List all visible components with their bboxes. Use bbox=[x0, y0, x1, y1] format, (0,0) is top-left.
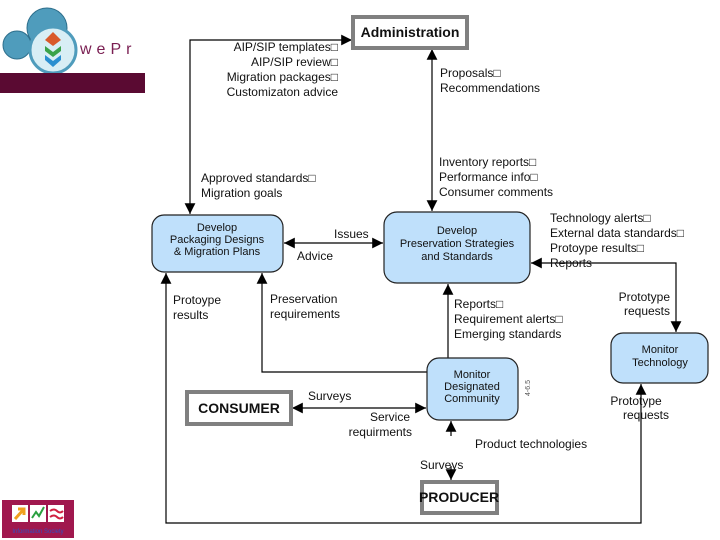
label-product-technologies: Product technologies bbox=[475, 437, 587, 451]
label-advice: Advice bbox=[297, 249, 333, 263]
svg-text:Protoype: Protoype bbox=[173, 293, 221, 307]
logo-banner bbox=[0, 73, 145, 93]
svg-text:requirements: requirements bbox=[270, 307, 340, 321]
process-community: Monitor Designated Community 4-6.5 bbox=[426, 357, 532, 421]
label-admin-proposals: Proposals□ Recommendations bbox=[440, 66, 540, 95]
svg-text:Customizaton advice: Customizaton advice bbox=[227, 85, 339, 99]
svg-text:Develop: Develop bbox=[197, 222, 237, 234]
label-tech-alerts: Technology alerts□ External data standar… bbox=[550, 211, 684, 270]
logo-text: wePr bbox=[79, 41, 136, 58]
entity-administration: Administration bbox=[351, 15, 469, 50]
svg-text:PRODUCER: PRODUCER bbox=[419, 489, 499, 505]
label-prototype-requests-bottom: Prototype requests bbox=[610, 394, 669, 422]
svg-text:Preservation Strategies: Preservation Strategies bbox=[400, 238, 515, 250]
svg-text:External data standards□: External data standards□ bbox=[550, 226, 684, 240]
svg-text:Emerging standards: Emerging standards bbox=[454, 327, 561, 341]
information-society-logo: Information Society bbox=[2, 500, 74, 538]
label-to-admin-reports: Inventory reports□ Performance info□ Con… bbox=[439, 155, 553, 199]
flow-admin-packaging bbox=[184, 34, 352, 214]
svg-text:Designated: Designated bbox=[444, 381, 500, 393]
label-preservation-requirements: Preservation requirements bbox=[270, 292, 340, 321]
svg-text:Recommendations: Recommendations bbox=[440, 81, 540, 95]
flow-community-packaging bbox=[256, 273, 427, 373]
label-protoype-results: Protoype results bbox=[173, 293, 221, 322]
svg-text:Monitor: Monitor bbox=[454, 369, 491, 381]
label-service-requirements: Service requirments bbox=[349, 410, 412, 439]
svg-text:Performance info□: Performance info□ bbox=[439, 170, 538, 184]
label-to-admin: AIP/SIP templates□ AIP/SIP review□ Migra… bbox=[227, 40, 339, 99]
svg-text:requests: requests bbox=[623, 408, 669, 422]
svg-text:AIP/SIP review□: AIP/SIP review□ bbox=[251, 55, 338, 69]
flow-strategies-technology bbox=[531, 257, 682, 332]
svg-text:Consumer comments: Consumer comments bbox=[439, 185, 553, 199]
label-community-reports: Reports□ Requirement alerts□ Emerging st… bbox=[454, 297, 563, 341]
svg-text:Technology alerts□: Technology alerts□ bbox=[550, 211, 651, 225]
svg-text:AIP/SIP templates□: AIP/SIP templates□ bbox=[234, 40, 338, 54]
label-producer-surveys: Surveys bbox=[420, 458, 463, 472]
svg-text:Prototype: Prototype bbox=[610, 394, 662, 408]
svg-text:Proposals□: Proposals□ bbox=[440, 66, 501, 80]
process-packaging: Develop Packaging Designs & Migration Pl… bbox=[151, 214, 284, 273]
label-prototype-requests-top: Prototype requests bbox=[619, 290, 671, 318]
footer-logo-text: Information Society bbox=[12, 529, 63, 535]
process-technology: Monitor Technology bbox=[610, 332, 709, 384]
svg-text:Approved standards□: Approved standards□ bbox=[201, 171, 316, 185]
svg-text:results: results bbox=[173, 308, 208, 322]
svg-text:Prototype: Prototype bbox=[619, 290, 671, 304]
svg-text:Migration goals: Migration goals bbox=[201, 186, 282, 200]
svg-text:& Migration Plans: & Migration Plans bbox=[174, 246, 261, 258]
svg-text:Inventory reports□: Inventory reports□ bbox=[439, 155, 536, 169]
svg-text:Develop: Develop bbox=[437, 225, 477, 237]
svg-text:requirments: requirments bbox=[349, 425, 412, 439]
svg-text:Reports□: Reports□ bbox=[454, 297, 503, 311]
svg-text:Migration packages□: Migration packages□ bbox=[227, 70, 338, 84]
svg-text:requests: requests bbox=[624, 304, 670, 318]
svg-text:Service: Service bbox=[370, 410, 410, 424]
process-strategies: Develop Preservation Strategies and Stan… bbox=[383, 211, 531, 284]
svg-text:Reports: Reports bbox=[550, 256, 592, 270]
svg-text:Technology: Technology bbox=[632, 357, 688, 369]
svg-text:and Standards: and Standards bbox=[421, 251, 493, 263]
figure-number: 4-6.5 bbox=[525, 380, 532, 396]
svg-text:Community: Community bbox=[444, 393, 500, 405]
svg-text:Administration: Administration bbox=[361, 24, 460, 40]
label-consumer-surveys: Surveys bbox=[308, 389, 351, 403]
label-from-admin-packaging: Approved standards□ Migration goals bbox=[201, 171, 316, 200]
svg-text:Preservation: Preservation bbox=[270, 292, 337, 306]
svg-text:Requirement alerts□: Requirement alerts□ bbox=[454, 312, 563, 326]
entity-consumer: CONSUMER bbox=[185, 390, 293, 426]
entity-producer: PRODUCER bbox=[419, 480, 499, 515]
wepreserve-logo: wePr bbox=[0, 7, 145, 93]
svg-text:Protoype results□: Protoype results□ bbox=[550, 241, 644, 255]
svg-text:Packaging Designs: Packaging Designs bbox=[170, 234, 265, 246]
label-issues: Issues bbox=[334, 227, 369, 241]
flow-technology-packaging bbox=[160, 273, 647, 524]
svg-text:CONSUMER: CONSUMER bbox=[198, 400, 280, 416]
connectors bbox=[160, 34, 682, 524]
svg-text:Monitor: Monitor bbox=[642, 344, 679, 356]
